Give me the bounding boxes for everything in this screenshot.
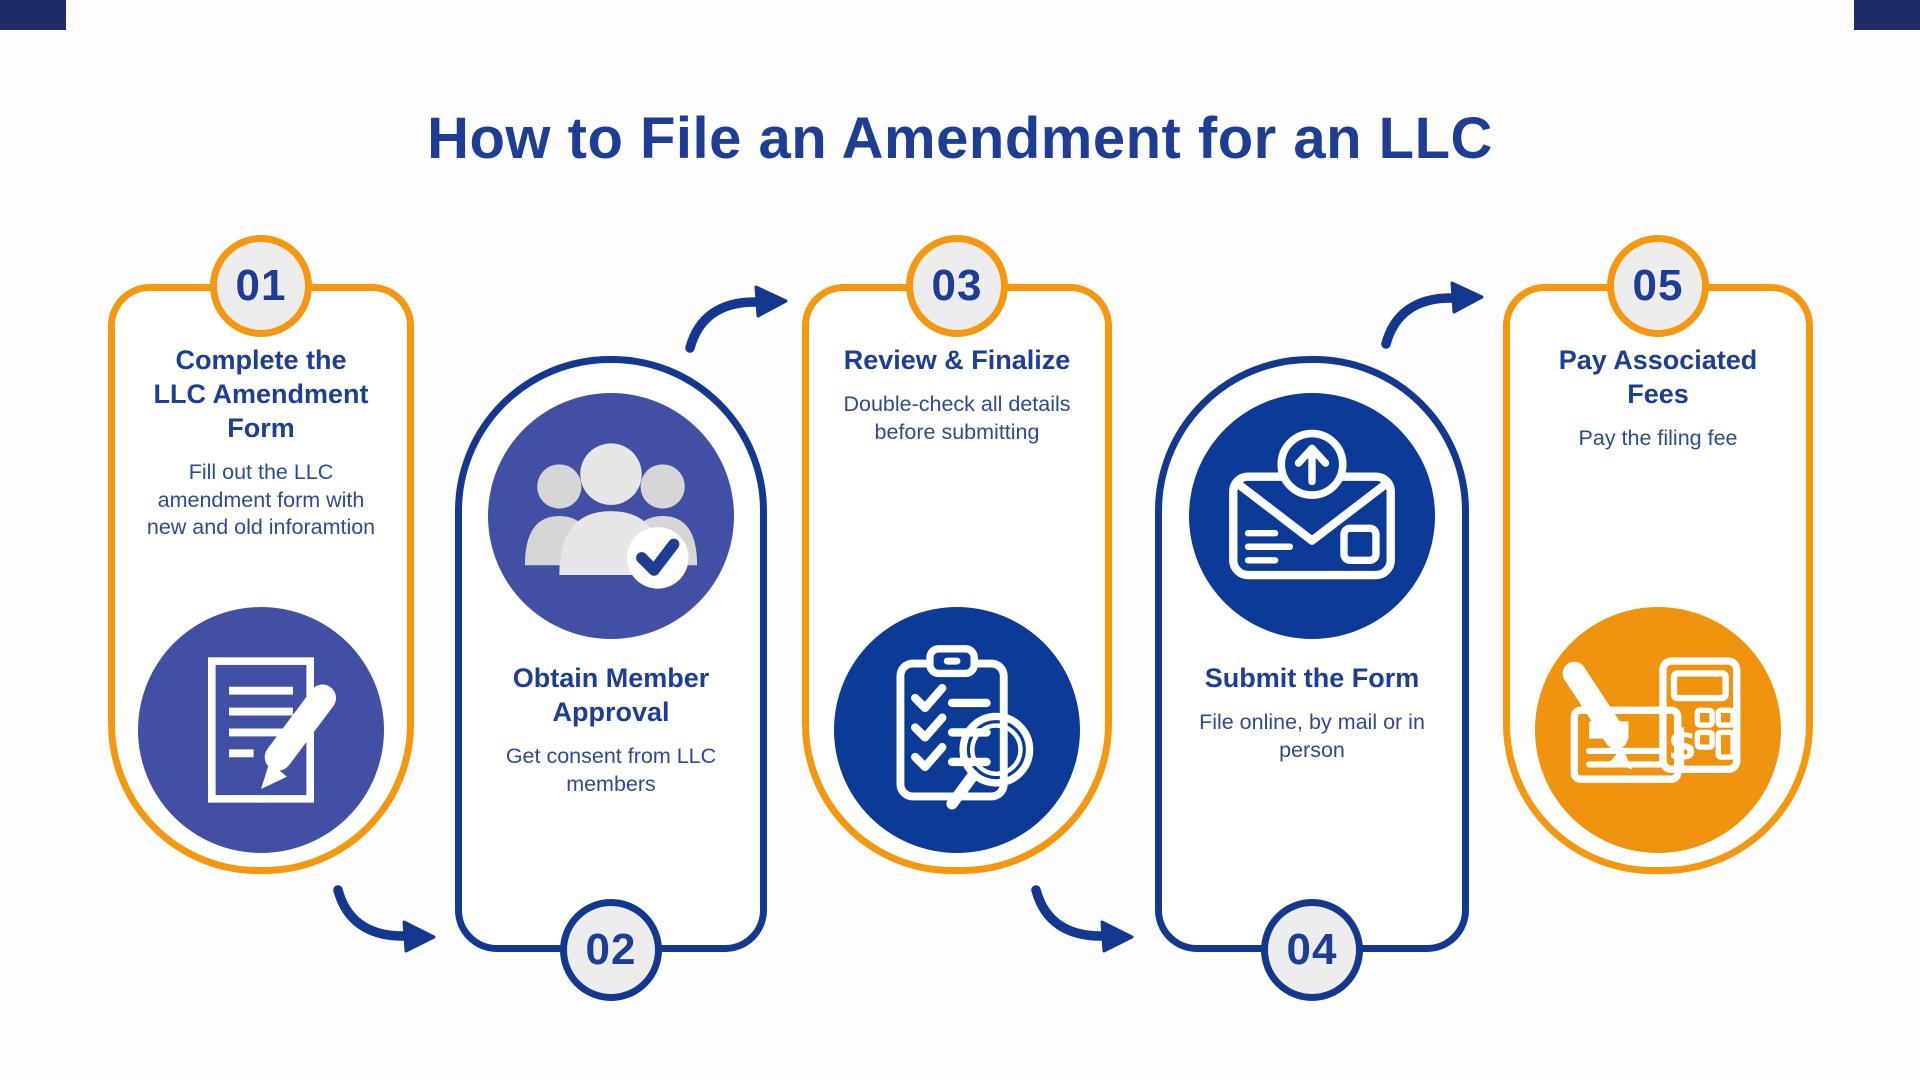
page-title: How to File an Amendment for an LLC [427, 105, 1493, 171]
step-number-badge: 05 [1607, 235, 1709, 337]
step-card-4: Submit the Form File online, by mail or … [1155, 356, 1469, 1001]
step-description: Fill out the LLC amendment form with new… [146, 460, 376, 540]
calculator-pencil-icon: $ [1535, 607, 1781, 853]
arrow-step3-to-step4 [1031, 885, 1134, 953]
step-number-badge: 02 [560, 899, 662, 1001]
step-heading: Submit the Form [1204, 663, 1420, 693]
document-pen-icon [138, 607, 384, 853]
arrow-step4-to-step5 [1381, 281, 1484, 349]
step-number-badge: 04 [1261, 899, 1363, 1001]
step-heading: Review & Finalize [843, 345, 1071, 375]
step-description: Double-check all details before submitti… [843, 392, 1071, 444]
step-description: Get consent from LLC members [505, 744, 717, 796]
member-group-check-icon [488, 393, 734, 639]
step-card-1: 01 Complete the LLC Amendment Form Fill … [108, 235, 414, 874]
svg-text:$: $ [1668, 721, 1697, 770]
step-description: Pay the filing fee [1578, 426, 1738, 451]
arrow-step1-to-step2 [333, 885, 436, 953]
checklist-magnifier-icon [834, 607, 1080, 853]
step-description: File online, by mail or in person [1199, 710, 1425, 762]
arrow-step2-to-step3 [685, 285, 788, 353]
step-card-5: 05 Pay Associated Fees Pay the filing fe… [1503, 235, 1813, 874]
step-card-3: 03 Review & Finalize Double-check all de… [802, 235, 1112, 874]
step-number-badge: 03 [906, 235, 1008, 337]
corner-accent-right [1854, 0, 1920, 30]
envelope-upload-icon [1189, 393, 1435, 639]
step-card-2: Obtain Member Approval Get consent from … [455, 356, 767, 1001]
step-number-badge: 01 [210, 235, 312, 337]
step-heading: Pay Associated Fees [1558, 345, 1758, 410]
corner-accent-left [0, 0, 66, 30]
step-heading: Complete the LLC Amendment Form [153, 345, 369, 444]
step-heading: Obtain Member Approval [512, 663, 710, 728]
